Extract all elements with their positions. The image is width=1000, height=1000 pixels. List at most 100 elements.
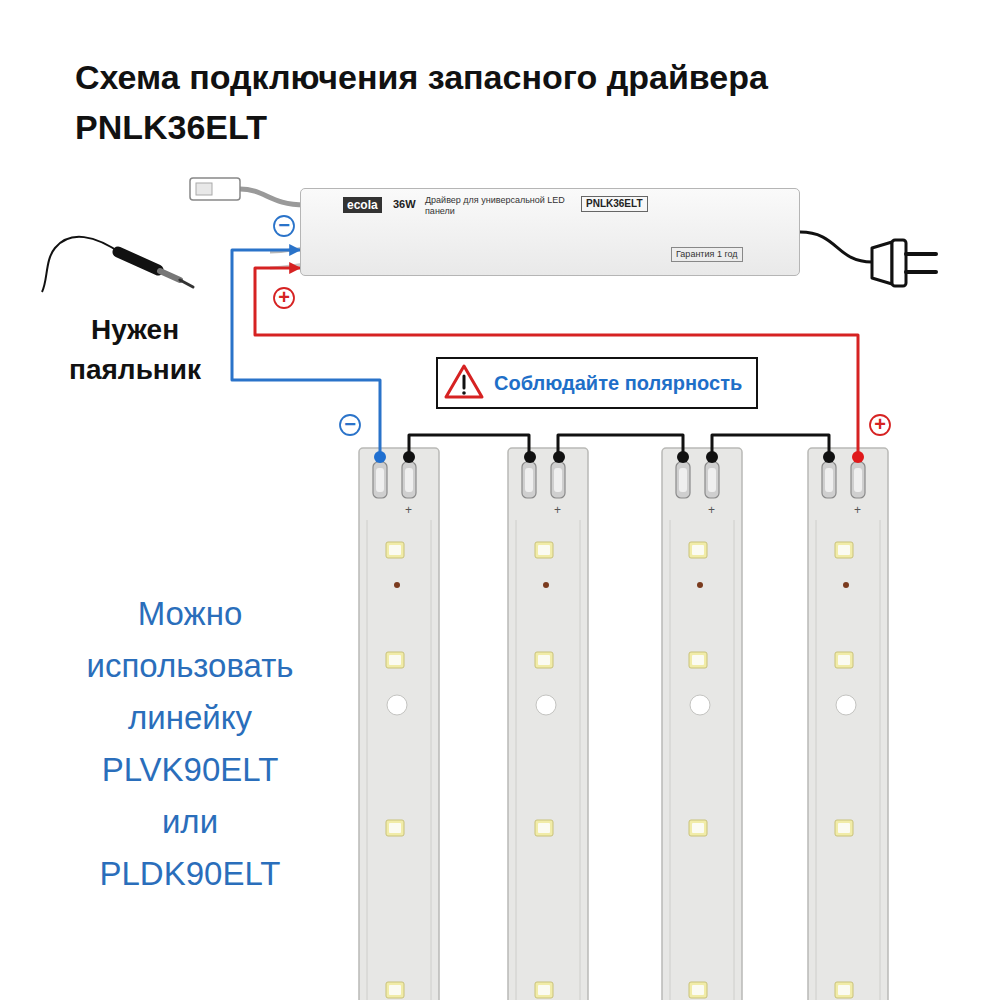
strip-trace [670,520,734,1000]
product-description: Драйвер для универсальной LED панели [425,195,565,217]
led-chip-face [838,655,850,665]
warning-box: Соблюдайте полярность [436,357,758,409]
led-chip [689,652,707,668]
led-strip: + [808,455,888,1000]
wire [558,435,683,455]
component-dot [843,582,849,588]
solder-dot [677,451,689,463]
component-dot [697,582,703,588]
strip-board [508,448,588,1000]
led-chip [386,652,404,668]
warning-icon [446,366,482,397]
polarity-circle [274,288,294,308]
led-strip: + [359,455,439,1000]
led-chip [535,652,553,668]
solder-pad [676,462,690,498]
led-chip-face [838,545,850,555]
pad-polarity-mark: + [708,503,715,517]
power-rating: 36W [393,198,416,211]
solder-pad [851,462,865,498]
solder-pad-shine [679,468,687,492]
led-chip-face [692,655,704,665]
led-strip-body [508,448,588,1000]
solder-pad-shine [708,468,716,492]
iron-tip [180,280,193,287]
connector-slot [196,183,212,195]
led-chip [535,542,553,558]
led-chip-face [538,655,550,665]
solder-dot [852,451,864,463]
mount-hole [536,695,556,715]
solder-pad [705,462,719,498]
led-chip-face [692,545,704,555]
wire [712,435,829,455]
mount-hole [387,695,407,715]
led-chip-face [838,823,850,833]
strip-trace [816,520,880,1000]
solder-pad-shine [825,468,833,492]
mount-hole [836,695,856,715]
led-strip-body [662,448,742,1000]
led-chip [386,820,404,836]
led-chip [689,982,707,998]
plug-pin [906,270,936,274]
led-strip: + [662,455,742,1000]
model-number: PNLK36ELT [581,196,648,212]
diagram-title: Схема подключения запасного драйвера PNL… [75,52,905,152]
mains-plug [872,242,892,284]
solder-dot [706,451,718,463]
polarity-circle [870,415,890,435]
solder-pad [522,462,536,498]
wire [409,435,529,455]
component-dot [543,582,549,588]
warning-icon [463,376,466,388]
strip-board [662,448,742,1000]
strip-trace [516,520,580,1000]
brand-logo: ecola [343,197,382,213]
solder-pad [551,462,565,498]
solder-pad [373,462,387,498]
strip-trace [367,520,431,1000]
mains-cable [800,232,872,262]
tool-note: Нужен паяльник [52,310,218,390]
led-chip-face [692,985,704,995]
plug-pin [906,252,936,256]
led-chip-face [538,985,550,995]
driver-cable [240,189,305,205]
strip-board [808,448,888,1000]
pad-polarity-mark: + [554,503,561,517]
led-chip [386,982,404,998]
solder-pad-shine [854,468,862,492]
strip-board [359,448,439,1000]
solder-pad-shine [405,468,413,492]
led-chip [689,542,707,558]
pad-polarity-mark: + [405,503,412,517]
driver-module: ecola 36W Драйвер для универсальной LED па… [300,188,800,276]
mount-hole [690,695,710,715]
led-strip-body [808,448,888,1000]
iron-cable [42,237,122,292]
polarity-circle [340,415,360,435]
polarity-sign: + [274,287,294,307]
led-chip-face [389,985,401,995]
solder-dot [374,451,386,463]
led-chip [835,652,853,668]
led-strip-body [359,448,439,1000]
led-chip-face [838,985,850,995]
polarity-sign: − [274,215,294,235]
led-chip [835,820,853,836]
solder-pad [822,462,836,498]
led-strips [359,448,888,1000]
led-chip-face [538,823,550,833]
warning-text: Соблюдайте полярность [494,371,742,395]
polarity-sign: − [340,414,360,434]
led-chip-face [538,545,550,555]
solder-dot [524,451,536,463]
iron-handle [118,252,158,270]
led-chip [535,982,553,998]
led-chip-face [692,823,704,833]
